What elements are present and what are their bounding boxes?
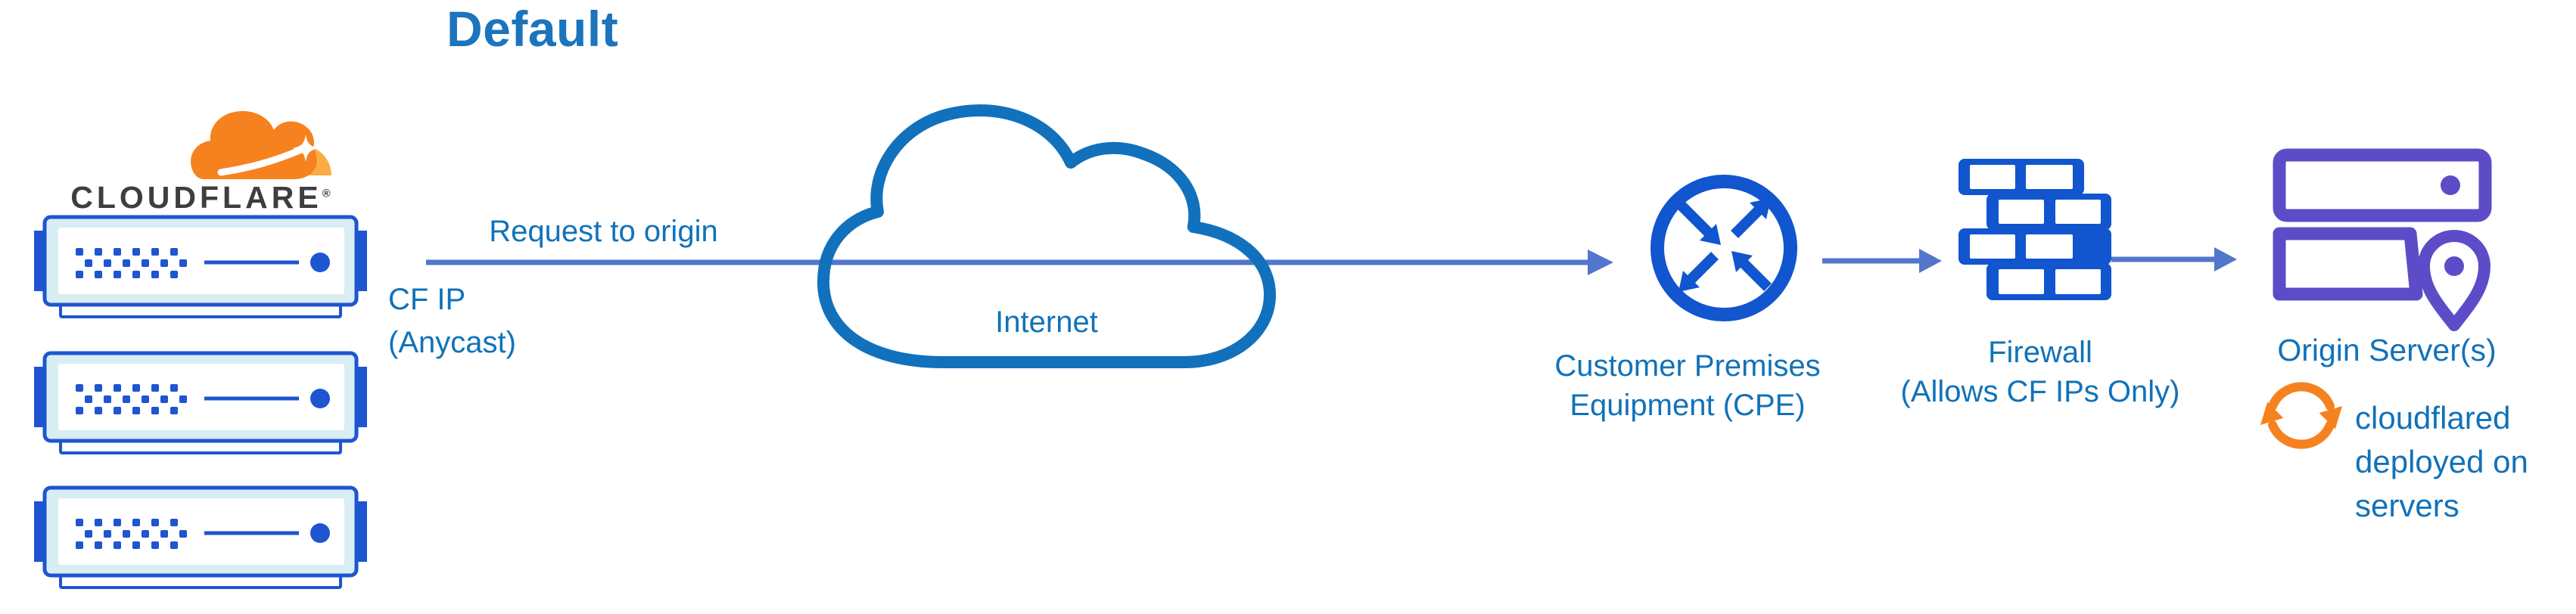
edge-server-3-icon	[34, 488, 367, 588]
arrow-firewall-to-origin	[2111, 247, 2237, 271]
firewall-label: Firewall (Allows CF IPs Only)	[1877, 333, 2204, 411]
cloudflare-logo-icon	[191, 110, 331, 179]
internet-cloud-fill	[823, 110, 1270, 362]
edge-server-2-icon	[34, 353, 367, 453]
origin-servers-label: Origin Server(s)	[2277, 333, 2497, 367]
firewall-label-line2: (Allows CF IPs Only)	[1900, 375, 2180, 408]
cpe-router-icon	[1650, 175, 1797, 321]
cloudflared-note: cloudflared deployed on servers	[2355, 396, 2528, 528]
internet-label: Internet	[995, 305, 1098, 339]
firewall-icon	[1958, 159, 2111, 300]
internet-cloud-icon	[817, 104, 1276, 368]
registered-trademark: ®	[322, 187, 331, 200]
cf-ip-anycast-label: CF IP (Anycast)	[388, 278, 516, 364]
refresh-sync-icon	[2260, 382, 2343, 449]
cpe-label-line1: Customer Premises	[1554, 349, 1821, 383]
cloudflared-note-line3: servers	[2355, 488, 2459, 523]
request-to-origin-label: Request to origin	[489, 215, 718, 248]
cpe-label: Customer Premises Equipment (CPE)	[1536, 346, 1839, 425]
arrow-cpe-to-firewall	[1822, 249, 1942, 273]
cloudflare-wordmark: CLOUDFLARE®	[30, 180, 371, 216]
location-pin-icon	[2418, 230, 2490, 331]
diagram-title: Default	[446, 1, 619, 57]
cloudflare-wordmark-text: CLOUDFLARE	[70, 180, 322, 215]
arrow-request-to-origin	[426, 250, 1613, 275]
firewall-label-line1: Firewall	[1988, 336, 2092, 369]
origin-server-icon	[2273, 148, 2492, 331]
edge-server-1-icon	[34, 217, 367, 317]
cpe-label-line2: Equipment (CPE)	[1570, 389, 1806, 422]
cloudflared-note-line1: cloudflared	[2355, 400, 2511, 436]
cf-ip-line1: CF IP	[388, 283, 466, 316]
cf-ip-line2: (Anycast)	[388, 326, 516, 359]
cloudflared-note-line2: deployed on	[2355, 444, 2528, 479]
